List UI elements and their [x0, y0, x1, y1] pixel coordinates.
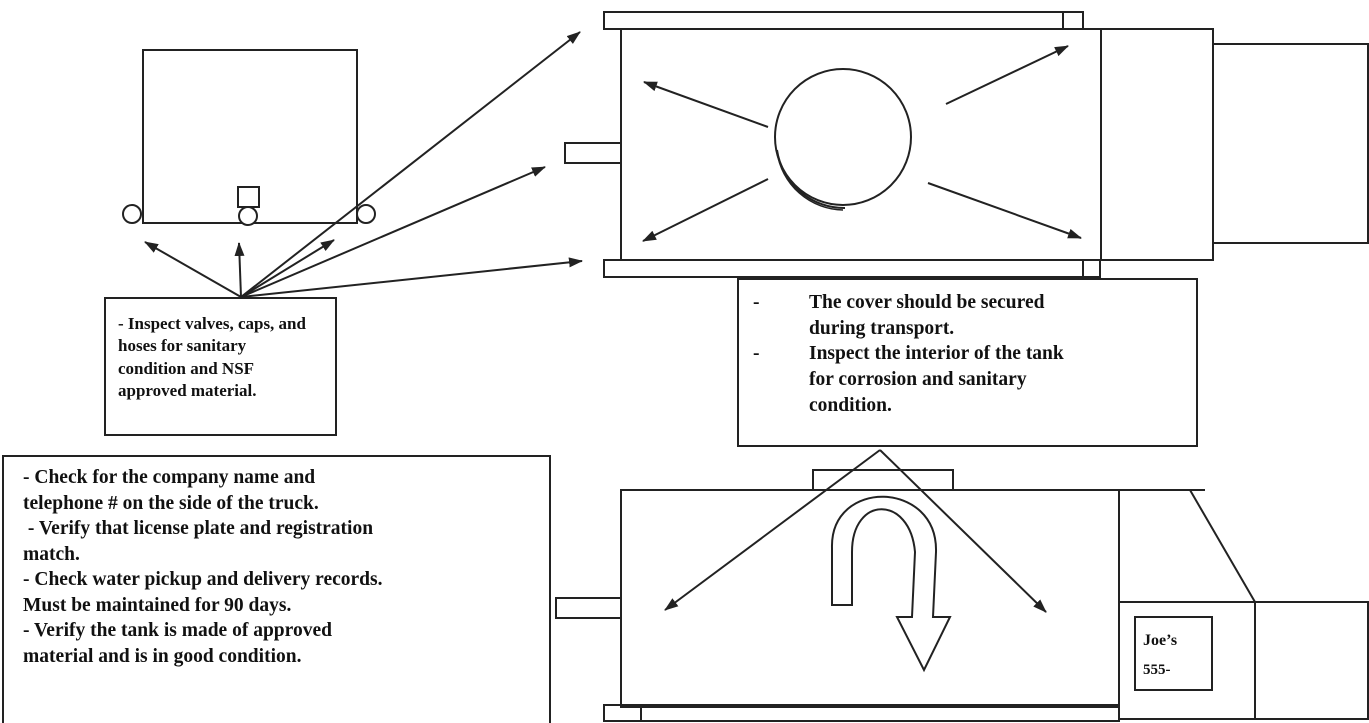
valves-note-line-4: approved material. [118, 381, 257, 401]
bottom-rail-end [1082, 259, 1101, 278]
rear-valve-right [356, 204, 376, 224]
bullet-dash: - [753, 343, 760, 365]
rear-valve-center [238, 206, 258, 226]
circulation-arrow [830, 495, 952, 673]
cab-top [1100, 28, 1214, 261]
arrow-to-outlet [240, 166, 546, 298]
rear-outlet-side [555, 597, 622, 619]
cover-note-line: condition. [809, 394, 892, 416]
arrow-to-left-valve [144, 241, 242, 298]
valves-note-line-1: - Inspect valves, caps, and [118, 314, 306, 333]
truck-sign-phone: 555- [1143, 662, 1171, 678]
cab-hood-top [1212, 43, 1369, 244]
cover-note-item: - Inspect the interior of the tank for c… [753, 341, 1186, 418]
tank-rear-view [122, 49, 376, 226]
rear-valve [237, 186, 260, 208]
truck-sign-company-name: Joe’s [1143, 632, 1178, 649]
manhole-cover [774, 68, 912, 206]
arrow-interior-ll [642, 178, 769, 242]
arrow-interior-side-left [664, 449, 881, 611]
arrow-to-bottom-rail [240, 257, 583, 298]
arrow-interior-side-right [879, 449, 1047, 613]
cover-note-item: - The cover should be secured during tra… [753, 290, 1186, 341]
valves-note-box: - Inspect valves, caps, and hoses for sa… [104, 297, 337, 436]
tank-top-view [564, 11, 1369, 278]
arrow-interior-lr [927, 182, 1082, 239]
cover-note-line: Inspect the interior of the tank [809, 343, 1064, 365]
valves-note-line-2: hoses for sanitary [118, 336, 247, 356]
cover-note-line: for corrosion and sanitary [809, 369, 1027, 391]
truck-side-view [555, 469, 1369, 722]
truck-note-line-7: - Verify the tank is made of approved [23, 620, 332, 642]
rear-outlet-top [564, 142, 622, 164]
truck-note-line-4: match. [23, 543, 80, 565]
bottom-rail-side [603, 704, 1120, 722]
rear-valve-left [122, 204, 142, 224]
arrow-to-right-valve [240, 239, 335, 298]
valves-note-line-3: condition and NSF [118, 358, 255, 378]
truck-note-line-1: - Check for the company name and [23, 467, 316, 488]
truck-sign [1134, 616, 1213, 691]
arrow-interior-ur [945, 45, 1069, 105]
truck-note-line-2: telephone # on the side of the truck. [23, 492, 319, 514]
arrow-to-tank-top-rail [240, 31, 581, 298]
tank-top-cover [812, 469, 954, 491]
truck-note-line-8: material and is in good condition. [23, 645, 302, 667]
truck-note-line-6: Must be maintained for 90 days. [23, 594, 292, 616]
bottom-rail [603, 259, 1084, 278]
cover-note-box: - The cover should be secured during tra… [737, 278, 1198, 447]
arrows [144, 31, 1082, 613]
cover-note-line: The cover should be secured [809, 292, 1045, 313]
truck-note-line-5: - Check water pickup and delivery record… [23, 569, 383, 591]
truck-note-line-3: - Verify that license plate and registra… [23, 518, 374, 540]
bullet-dash: - [753, 292, 760, 313]
cover-note-line: during transport. [809, 317, 955, 339]
arrow-interior-ul [643, 81, 769, 128]
cab-side [1118, 601, 1369, 720]
truck-checklist-box: - Check for the company name and telepho… [2, 455, 551, 723]
arrow-to-center-valve [234, 242, 245, 298]
top-rail-end [1062, 11, 1084, 30]
top-rail [603, 11, 1084, 30]
tank-body-side [620, 489, 1120, 708]
